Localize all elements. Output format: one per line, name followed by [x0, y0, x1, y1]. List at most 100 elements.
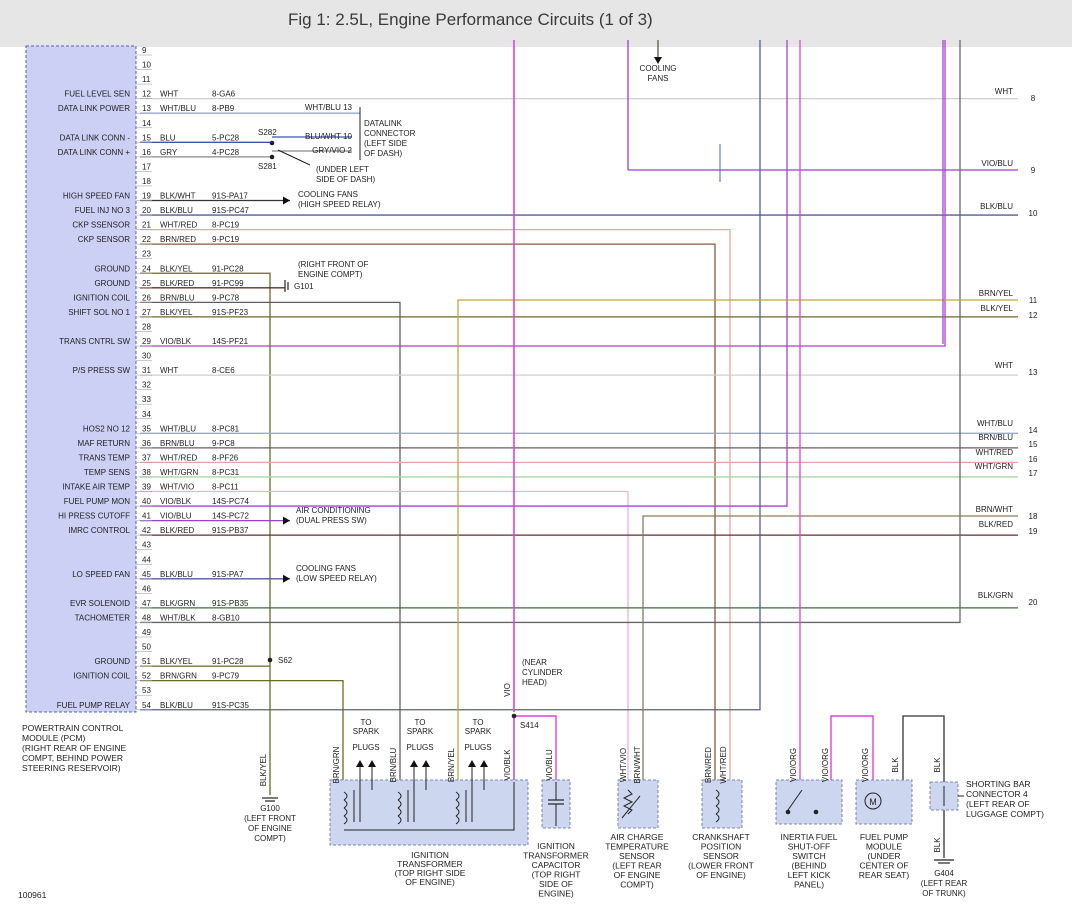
wire-color: WHT/RED	[160, 453, 198, 462]
ignition-transformer-box	[329, 779, 529, 846]
wire-color: VIO/BLU	[160, 512, 192, 521]
circuit-id: 91S-PC47	[212, 206, 249, 215]
g100-loc: (LEFT FRONT	[244, 814, 296, 823]
circuit-id: 8-PB9	[212, 104, 235, 113]
arrow-icon	[356, 760, 364, 767]
pin-label: TACHOMETER	[75, 613, 131, 622]
ignition-transformer-label: OF ENGINE)	[405, 877, 455, 887]
inertia-label: PANEL)	[794, 880, 824, 890]
coil-icon	[715, 813, 720, 823]
pcm-label: COMPT, BEHIND POWER	[22, 753, 123, 763]
pin-number: 28	[142, 322, 151, 331]
circuit-id: 8-GB10	[212, 613, 240, 622]
wire-color: BRN/RED	[160, 235, 196, 244]
component-wire-label: VIO/BLK	[503, 749, 512, 781]
pin-label: FUEL PUMP RELAY	[57, 701, 131, 710]
arrow-icon	[654, 57, 662, 64]
pin-number: 54	[142, 701, 151, 710]
arrow-icon	[468, 760, 476, 767]
wire	[140, 228, 731, 792]
component-wire-label: BRN/RED	[704, 747, 713, 783]
wire-color-right: BLK/GRN	[978, 591, 1013, 600]
capacitor-label: (TOP RIGHT	[532, 870, 581, 880]
pin-number: 20	[142, 206, 151, 215]
circuit-id: 8-PC31	[212, 468, 240, 477]
pin-label: LO SPEED FAN	[72, 570, 130, 579]
cooling-fans-label: FANS	[648, 74, 669, 83]
coil-icon	[455, 799, 460, 809]
wire-color: WHT	[160, 366, 178, 375]
switch-icon	[787, 789, 803, 811]
air-charge-label: TEMPERATURE	[605, 842, 669, 852]
pin-number: 29	[142, 337, 151, 346]
cooling-fans-label: COOLING	[640, 64, 677, 73]
air-charge-label: AIR CHARGE	[611, 832, 664, 842]
circuit-id: 8-PC11	[212, 483, 239, 492]
pcm-box	[25, 45, 137, 713]
s282-label: S282	[258, 128, 277, 137]
circuit-id: 9-PC19	[212, 235, 240, 244]
pin-label: FUEL INJ NO 3	[75, 206, 131, 215]
dlc-label: DATALINK	[364, 119, 403, 128]
air-charge-label: (LEFT REAR	[612, 861, 661, 871]
to-spark-label: SPARK	[465, 727, 492, 736]
page-ref: 10	[1029, 209, 1038, 218]
page-ref: 17	[1029, 469, 1038, 478]
component-wire-label: BRN/YEL	[447, 747, 456, 782]
coil-icon	[715, 789, 720, 799]
wire	[140, 272, 271, 660]
pin-number: 17	[142, 162, 151, 171]
page-ref: 14	[1029, 426, 1038, 435]
right-edge-refs: 8WHT9VIO/BLU10BLK/BLU11BRN/YEL12BLK/YEL1…	[975, 87, 1038, 607]
circuit-id: 8-PC81	[212, 424, 240, 433]
motor-icon	[864, 792, 882, 810]
ignition-transformer-label: TRANSFORMER	[397, 859, 463, 869]
inertia-label: (BEHIND	[792, 861, 827, 871]
pin-label: SHIFT SOL NO 1	[68, 308, 130, 317]
ignition-transformer-label: IGNITION	[411, 850, 449, 860]
capacitor-label: SIDE OF	[539, 879, 573, 889]
wire-color-right: WHT/GRN	[975, 462, 1013, 471]
dlc-wire-label: GRY/VIO 2	[312, 146, 352, 155]
wire	[457, 299, 1018, 792]
wire-color: BLK/YEL	[160, 657, 193, 666]
wire-color: BLK/RED	[160, 526, 194, 535]
pin-label: GROUND	[94, 657, 130, 666]
page-ref: 16	[1029, 455, 1038, 464]
pin-number: 51	[142, 657, 151, 666]
splice-dot	[267, 657, 273, 663]
wire-color: WHT/RED	[160, 221, 198, 230]
arrow-icon	[368, 760, 376, 767]
wire-color: WHT/BLU	[160, 104, 196, 113]
pin-number: 30	[142, 352, 151, 361]
s281-loc: SIDE OF DASH)	[316, 175, 375, 184]
dlc-label: CONNECTOR	[364, 129, 416, 138]
capacitor-label: TRANSFORMER	[523, 851, 589, 861]
page-ref: 12	[1029, 311, 1038, 320]
pin-label: P/S PRESS SW	[73, 366, 131, 375]
pin-number: 34	[142, 410, 151, 419]
page-ref: 13	[1029, 368, 1038, 377]
cooling-high-label: (HIGH SPEED RELAY)	[298, 200, 381, 209]
to-spark-label: PLUGS	[352, 743, 379, 752]
wire-color: BLK/RED	[160, 279, 194, 288]
shorting-bar-label: CONNECTOR 4	[966, 789, 1028, 799]
pin-label: TEMP SENS	[84, 468, 130, 477]
coil-icon	[715, 805, 720, 815]
g404-label: G404	[934, 869, 954, 878]
cooling-low-label: (LOW SPEED RELAY)	[296, 574, 377, 583]
crankshaft-box	[701, 779, 743, 829]
circuit-id: 5-PC28	[212, 133, 240, 142]
wire-color-right: BRN/WHT	[976, 505, 1013, 514]
coil-icon	[455, 791, 460, 801]
g101-label: G101	[294, 282, 314, 291]
component-wire-label: BRN/GRN	[332, 746, 341, 783]
component-wire-label: BLK	[933, 757, 942, 773]
wire-color: BRN/BLU	[160, 293, 195, 302]
splice-dot	[785, 809, 791, 815]
coil-icon	[343, 815, 348, 825]
page-ref: 20	[1029, 598, 1038, 607]
circuit-id: 14S-PC74	[212, 497, 249, 506]
